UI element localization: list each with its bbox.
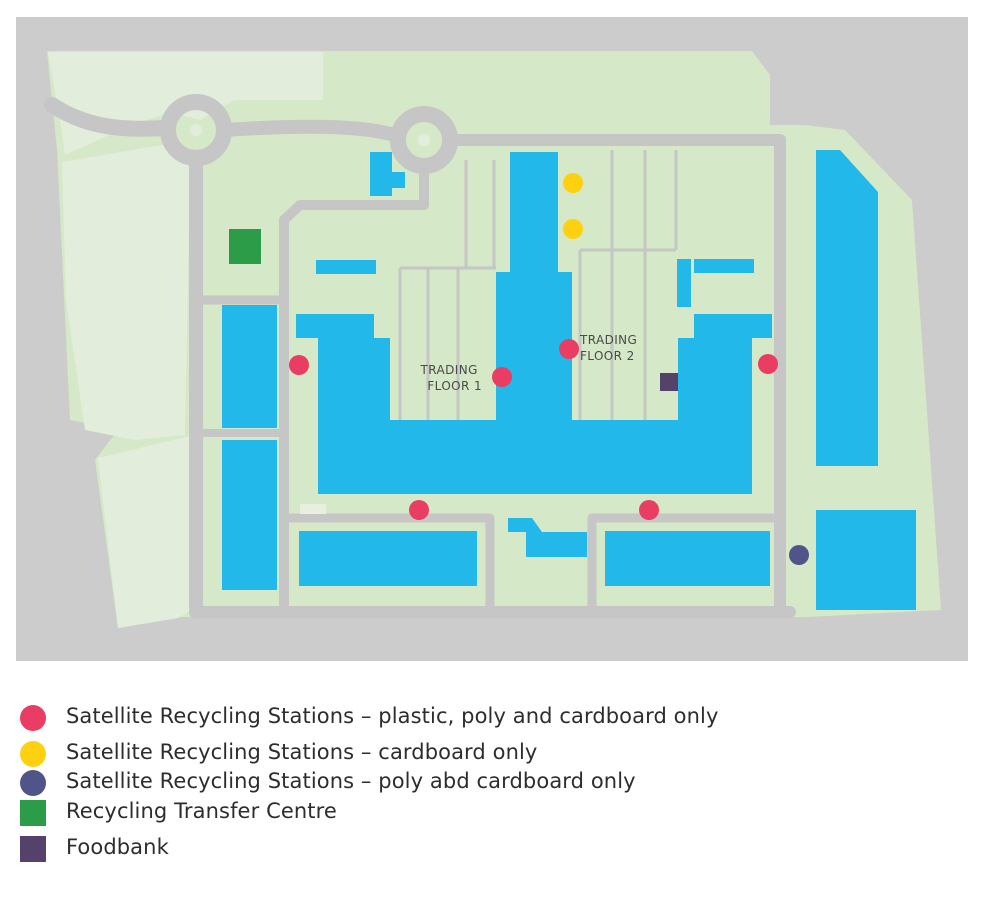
road-inner-top [279,161,429,305]
building-bottom-left [299,531,477,586]
legend-item-label: Satellite Recycling Stations – plastic, … [66,704,719,728]
trading-floor-1-line-2: FLOOR 1 [427,379,482,393]
road-top-connector [217,119,401,142]
building-right-tall [816,150,878,466]
red-station-marker[interactable] [289,355,309,375]
legend-item: Satellite Recycling Stations – cardboard… [20,739,960,769]
road-inner-service-right [587,513,785,617]
red-recycling-markers [289,339,778,520]
road-top-left-curve [44,97,173,137]
building-strip-vertical [677,259,691,307]
recycling-transfer-centre-marker[interactable] [229,229,261,264]
grid-lines-floor-2 [578,150,678,420]
small-light-block [300,504,326,514]
grass-patch-left [62,142,190,440]
main-building [296,152,772,494]
legend-item-label: Foodbank [66,835,169,859]
legend-item: Foodbank [20,834,960,864]
purple-square-icon [20,836,46,862]
roundabout-right-island [418,134,430,146]
legend-item-label: Satellite Recycling Stations – cardboard… [66,740,538,764]
yellow-station-marker[interactable] [563,219,583,239]
legend-item-label: Satellite Recycling Stations – poly abd … [66,769,636,793]
building-strip-left [316,260,376,274]
building-right-square [816,510,916,610]
red-station-marker[interactable] [559,339,579,359]
site-map-area: TRADING FLOOR 1 TRADING FLOOR 2 [16,17,968,661]
site-map: TRADING FLOOR 1 TRADING FLOOR 2 [16,17,968,661]
trading-floor-2-line-1: TRADING [579,333,637,347]
red-station-marker[interactable] [758,354,778,374]
building-bottom-center [508,518,587,557]
yellow-station-marker[interactable] [563,173,583,193]
yellow-recycling-markers [563,173,583,239]
legend-item: Satellite Recycling Stations – poly abd … [20,768,960,798]
red-station-marker[interactable] [639,500,659,520]
road-inner-service [285,513,495,617]
grass-patch-bottom-left [98,436,192,628]
trading-floor-2-line-2: FLOOR 2 [580,349,635,363]
legend-item-label: Recycling Transfer Centre [66,799,337,823]
building-left-lower [222,440,277,590]
road-top-ring [444,134,786,618]
navy-station-marker[interactable] [789,545,809,565]
red-station-marker[interactable] [492,367,512,387]
trading-floor-1-label: TRADING FLOOR 1 [420,363,482,393]
red-circle-icon [20,705,46,731]
building-top-small [370,152,405,196]
building-left-upper [222,305,277,428]
green-square-icon [20,800,46,826]
yellow-circle-icon [20,741,46,767]
legend-item: Recycling Transfer Centre [20,798,960,828]
trading-floor-2-label: TRADING FLOOR 2 [579,333,641,363]
foodbank-marker[interactable] [660,373,678,391]
building-strip-right [694,259,754,273]
trading-floor-1-line-1: TRADING [420,363,478,377]
grid-lines-floor-1 [398,160,496,420]
roundabout-left-island [190,124,202,136]
building-bottom-right [605,531,770,586]
navy-circle-icon [20,770,46,796]
red-station-marker[interactable] [409,500,429,520]
legend-item: Satellite Recycling Stations – plastic, … [20,703,960,733]
